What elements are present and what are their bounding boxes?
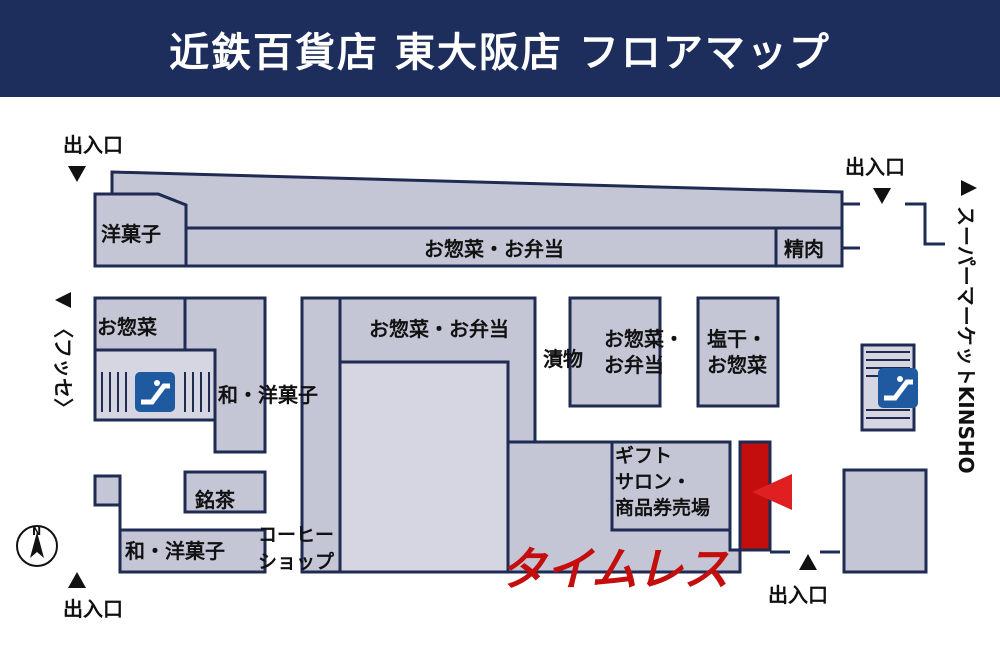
- label-gift-1: ギフト: [615, 445, 672, 467]
- label-gift-2: サロン・: [615, 471, 691, 493]
- store-pointer-arrow: [752, 474, 792, 510]
- escalator-icon: [878, 368, 918, 408]
- arrow-up-icon: [799, 554, 817, 570]
- label-coffee-shop-1: コーヒー: [258, 524, 334, 546]
- label-seiniku: 精肉: [784, 237, 824, 261]
- label-coffee-shop-2: ショップ: [258, 550, 335, 573]
- zone-wa-yogashi-lower: [93, 474, 267, 574]
- zone-osozai-obento-mid-strip: [338, 296, 537, 444]
- zone-shiohoshi: [696, 296, 780, 408]
- zone-tsukemono-osozai: [568, 296, 662, 408]
- arrow-down-icon: [68, 166, 86, 182]
- exit-label-bottom-left: 出入口: [63, 597, 123, 621]
- exit-label-bottom-right: 出入口: [768, 583, 828, 607]
- zone-meicha: [183, 470, 267, 514]
- label-osozai-obento-mid: お惣菜・お弁当: [369, 317, 509, 341]
- arrow-left-icon: [55, 292, 71, 308]
- zone-osozai-obento-top: [184, 226, 778, 268]
- page-title: 近鉄百貨店 東大阪店 フロアマップ: [169, 29, 831, 76]
- zone-right-block: [842, 468, 928, 574]
- zone-osozai-left: [93, 296, 187, 352]
- zone-center-inner: [338, 360, 510, 574]
- svg-text:N: N: [32, 525, 41, 538]
- label-shiohoshi-1: 塩干・: [707, 327, 767, 351]
- direction-label-right: スーパーマーケットKINSHO: [954, 206, 978, 474]
- direction-label-left: 〈フッセ〉: [51, 318, 75, 418]
- label-meicha: 銘茶: [195, 488, 236, 512]
- label-gift-3: 商品券売場: [615, 496, 710, 519]
- zone-gift-salon: [610, 440, 732, 532]
- exit-label-top-right: 出入口: [845, 155, 905, 179]
- label-wa-yogashi-upper: 和・洋菓子: [218, 383, 318, 407]
- escalator-stairs-left: [101, 372, 210, 412]
- arrow-down-icon: [873, 188, 891, 204]
- label-osozai-small-2: お弁当: [604, 353, 664, 377]
- compass-icon: N: [16, 525, 58, 567]
- escalator-icon: [135, 372, 175, 412]
- label-osozai-small-1: お惣菜・: [604, 327, 684, 351]
- wall-right-top: [842, 202, 945, 250]
- store-name-timeless[interactable]: タイムレス: [500, 542, 729, 596]
- arrow-right-icon: [961, 180, 977, 196]
- label-osozai-left: お惣菜: [97, 315, 157, 339]
- label-yogashi-top: 洋菓子: [101, 222, 161, 246]
- zone-seiniku: [774, 226, 844, 268]
- arrow-up-icon: [68, 572, 86, 588]
- exit-label-top-left: 出入口: [63, 133, 123, 157]
- label-wa-yogashi-lower: 和・洋菓子: [125, 539, 225, 563]
- label-shiohoshi-2: お惣菜: [707, 353, 767, 377]
- label-osozai-obento-top: お惣菜・お弁当: [424, 237, 564, 261]
- map-header: 近鉄百貨店 東大阪店 フロアマップ: [0, 0, 1000, 97]
- label-tsukemono: 漬物: [543, 347, 583, 371]
